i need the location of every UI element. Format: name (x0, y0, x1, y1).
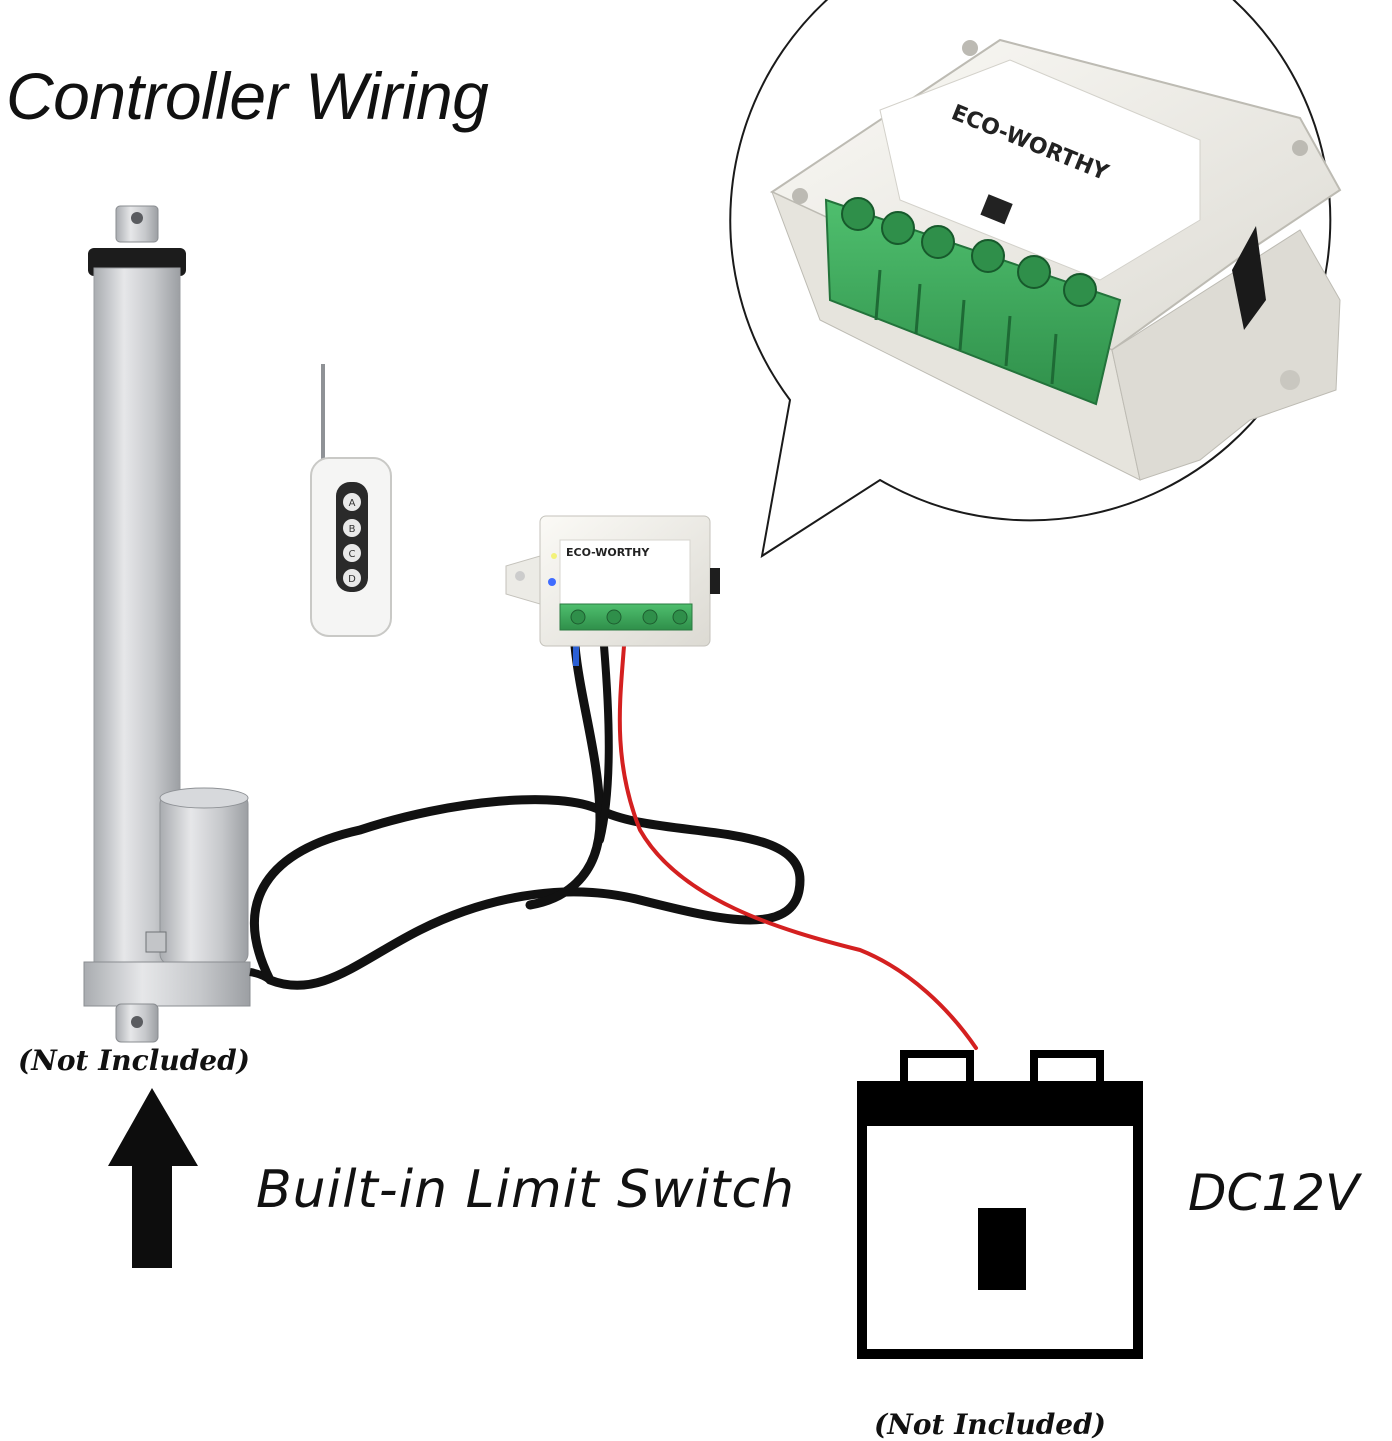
up-arrow-icon (108, 1088, 198, 1268)
limit-switch-label: Built-in Limit Switch (256, 1160, 795, 1220)
controller-brand-small: ECO-WORTHY (566, 546, 650, 559)
battery-not-included-note: (Not Included) (874, 1408, 1106, 1441)
page-title: Controller Wiring (6, 59, 489, 133)
wiring-cables (250, 641, 978, 1050)
remote-button-d: D (348, 574, 356, 585)
remote-button-a: A (349, 498, 356, 509)
remote-icon: A B C D (310, 364, 392, 637)
battery-voltage-label: DC12V (1188, 1164, 1360, 1222)
remote-button-b: B (349, 524, 356, 535)
controller-closeup: ECO-WORTHY (769, 38, 1342, 481)
battery-icon (857, 1050, 1143, 1359)
actuator-not-included-note: (Not Included) (18, 1044, 250, 1077)
controller-icon: ECO-WORTHY (505, 515, 720, 647)
remote-button-c: C (349, 549, 356, 560)
actuator-icon (83, 205, 273, 1043)
